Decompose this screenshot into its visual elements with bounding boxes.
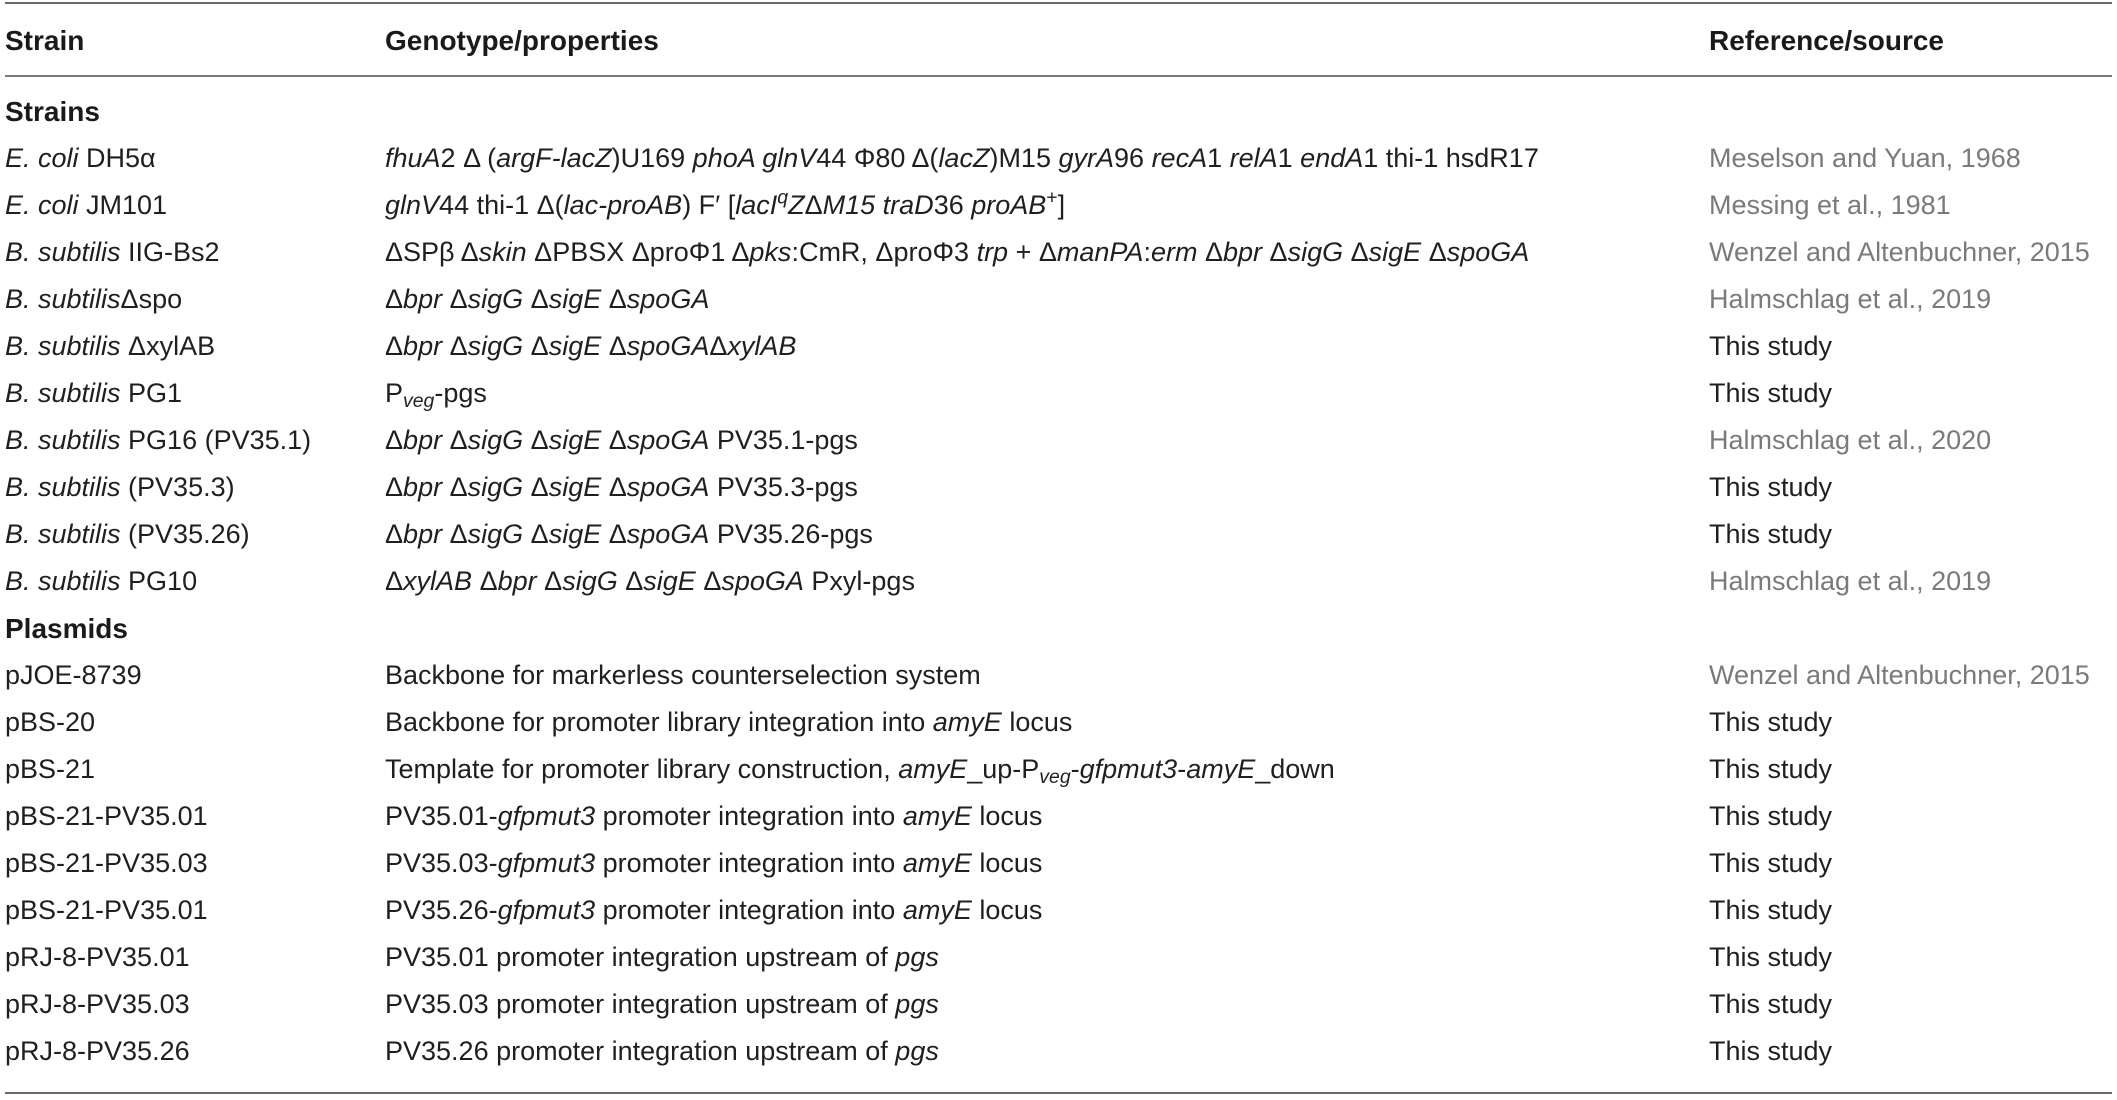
plasmid-reference: This study [1709, 989, 1833, 1019]
header-bottom-rule [5, 75, 2112, 77]
strain-reference: This study [1709, 331, 1833, 361]
strain-name: B. subtilis PG10 [5, 566, 198, 596]
strain-genotype: Δbpr ΔsigG ΔsigE ΔspoGAΔxylAB [385, 331, 797, 361]
table-row: B. subtilis IIG-Bs2 ΔSPβ Δskin ΔPBSX Δpr… [0, 229, 2117, 276]
strain-name: B. subtilis IIG-Bs2 [5, 237, 220, 267]
strain-name: B. subtilis ΔxylAB [5, 331, 216, 361]
table-row: pBS-21-PV35.01 PV35.01-gfpmut3 promoter … [0, 793, 2117, 840]
strain-genotype: Δbpr ΔsigG ΔsigE ΔspoGA PV35.1-pgs [385, 425, 858, 455]
table-row: pBS-20 Backbone for promoter library int… [0, 699, 2117, 746]
plasmid-reference: This study [1709, 801, 1833, 831]
strain-genotype: Pveg-pgs [385, 378, 487, 412]
strain-genotype: ΔxylAB Δbpr ΔsigG ΔsigE ΔspoGA Pxyl-pgs [385, 566, 915, 596]
plasmid-name: pBS-21-PV35.01 [5, 801, 208, 831]
strain-reference: Halmschlag et al., 2019 [1709, 284, 1992, 314]
plasmid-properties: Backbone for promoter library integratio… [385, 707, 1073, 737]
table-top-rule [5, 2, 2112, 4]
plasmid-reference: This study [1709, 1036, 1833, 1066]
plasmid-properties: PV35.01 promoter integration upstream of… [385, 942, 939, 972]
plasmid-name: pJOE-8739 [5, 660, 142, 690]
strain-genotype: Δbpr ΔsigG ΔsigE ΔspoGA [385, 284, 710, 314]
plasmid-properties: PV35.03-gfpmut3 promoter integration int… [385, 848, 1043, 878]
table-row: B. subtilis (PV35.3) Δbpr ΔsigG ΔsigE Δs… [0, 464, 2117, 511]
plasmid-reference: This study [1709, 942, 1833, 972]
table-row: B. subtilis PG1 Pveg-pgs This study [0, 370, 2117, 417]
section-plasmids-row: Plasmids [0, 605, 2117, 652]
plasmid-reference: This study [1709, 707, 1833, 737]
plasmid-reference: This study [1709, 754, 1833, 784]
plasmid-reference: This study [1709, 848, 1833, 878]
table-row: pBS-21-PV35.03 PV35.03-gfpmut3 promoter … [0, 840, 2117, 887]
section-plasmids-label: Plasmids [5, 613, 128, 644]
table-row: B. subtilis ΔxylAB Δbpr ΔsigG ΔsigE Δspo… [0, 323, 2117, 370]
header-strain: Strain [5, 25, 85, 56]
table-row: pRJ-8-PV35.01 PV35.01 promoter integrati… [0, 934, 2117, 981]
table-row: pBS-21 Template for promoter library con… [0, 746, 2117, 793]
plasmid-name: pRJ-8-PV35.26 [5, 1036, 190, 1066]
strain-reference: Meselson and Yuan, 1968 [1709, 143, 2021, 173]
strain-name: B. subtilis PG16 (PV35.1) [5, 425, 312, 455]
strain-reference: This study [1709, 519, 1833, 549]
strain-name: B. subtilis (PV35.3) [5, 472, 235, 502]
plasmid-name: pBS-21-PV35.01 [5, 895, 208, 925]
strain-reference: Messing et al., 1981 [1709, 190, 1951, 220]
strain-name: B. subtilis PG1 [5, 378, 183, 408]
table-row: pBS-21-PV35.01 PV35.26-gfpmut3 promoter … [0, 887, 2117, 934]
plasmid-name: pBS-20 [5, 707, 96, 737]
strain-genotype: Δbpr ΔsigG ΔsigE ΔspoGA PV35.26-pgs [385, 519, 873, 549]
plasmid-name: pRJ-8-PV35.01 [5, 942, 190, 972]
plasmid-properties: Backbone for markerless counterselection… [385, 660, 981, 690]
table-row: B. subtilisΔspo Δbpr ΔsigG ΔsigE ΔspoGA … [0, 276, 2117, 323]
strain-genotype: glnV44 thi-1 Δ(lac-proAB) F′ [lacIqZΔM15… [385, 186, 1066, 220]
table-bottom-rule [5, 1092, 2112, 1094]
plasmid-properties: PV35.03 promoter integration upstream of… [385, 989, 939, 1019]
header-genotype: Genotype/properties [385, 25, 659, 56]
strain-reference: This study [1709, 378, 1833, 408]
plasmid-properties: PV35.26 promoter integration upstream of… [385, 1036, 939, 1066]
table-header-row: Strain Genotype/properties Reference/sou… [0, 17, 2117, 64]
plasmid-name: pBS-21-PV35.03 [5, 848, 208, 878]
plasmid-name: pRJ-8-PV35.03 [5, 989, 190, 1019]
plasmid-properties: Template for promoter library constructi… [385, 754, 1335, 788]
plasmid-properties: PV35.26-gfpmut3 promoter integration int… [385, 895, 1043, 925]
table-row: pRJ-8-PV35.03 PV35.03 promoter integrati… [0, 981, 2117, 1028]
table-row: E. coli JM101 glnV44 thi-1 Δ(lac-proAB) … [0, 182, 2117, 229]
strain-genotype: ΔSPβ Δskin ΔPBSX ΔproΦ1 Δpks:CmR, ΔproΦ3… [385, 237, 1530, 267]
plasmid-reference: Wenzel and Altenbuchner, 2015 [1709, 660, 2090, 690]
plasmid-properties: PV35.01-gfpmut3 promoter integration int… [385, 801, 1043, 831]
strain-name: B. subtilisΔspo [5, 284, 183, 314]
strain-reference: Halmschlag et al., 2020 [1709, 425, 1992, 455]
strain-name: B. subtilis (PV35.26) [5, 519, 250, 549]
strain-genotype: fhuA2 Δ (argF-lacZ)U169 phoA glnV44 Φ80 … [385, 143, 1539, 173]
table-row: B. subtilis (PV35.26) Δbpr ΔsigG ΔsigE Δ… [0, 511, 2117, 558]
strain-genotype: Δbpr ΔsigG ΔsigE ΔspoGA PV35.3-pgs [385, 472, 858, 502]
table-row: B. subtilis PG16 (PV35.1) Δbpr ΔsigG Δsi… [0, 417, 2117, 464]
plasmid-name: pBS-21 [5, 754, 96, 784]
strain-name: E. coli DH5α [5, 143, 156, 173]
section-strains-row: Strains [0, 88, 2117, 135]
table-row: pJOE-8739 Backbone for markerless counte… [0, 652, 2117, 699]
plasmid-reference: This study [1709, 895, 1833, 925]
header-reference: Reference/source [1709, 25, 1945, 56]
table-row: E. coli DH5α fhuA2 Δ (argF-lacZ)U169 pho… [0, 135, 2117, 182]
strain-reference: This study [1709, 472, 1833, 502]
strain-reference: Halmschlag et al., 2019 [1709, 566, 1992, 596]
section-strains-label: Strains [5, 96, 100, 127]
table-row: pRJ-8-PV35.26 PV35.26 promoter integrati… [0, 1028, 2117, 1075]
strain-name: E. coli JM101 [5, 190, 168, 220]
strain-reference: Wenzel and Altenbuchner, 2015 [1709, 237, 2090, 267]
table-row: B. subtilis PG10 ΔxylAB Δbpr ΔsigG ΔsigE… [0, 558, 2117, 605]
